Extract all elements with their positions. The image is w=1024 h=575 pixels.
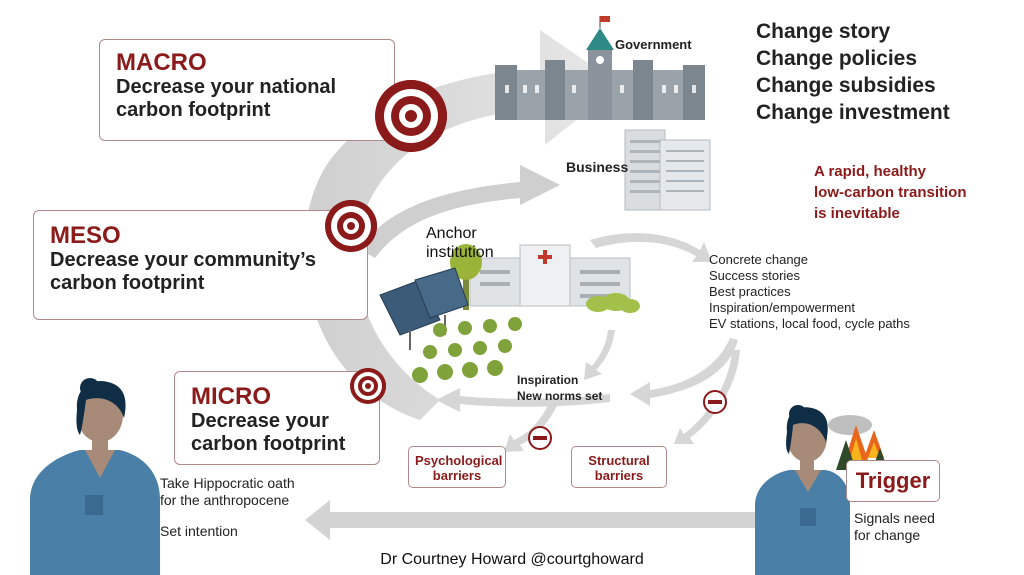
outcomes-list: Concrete change Success stories Best pra… [709, 252, 910, 332]
micro-description-line1: Decrease your [191, 410, 329, 432]
trigger-box: Trigger [846, 460, 940, 502]
transition-statement: A rapid, healthy low-carbon transition i… [814, 161, 967, 224]
bushes-icon [586, 293, 640, 313]
psychological-barriers-box: Psychological barriers [408, 446, 506, 488]
anchor-institution-label: Anchor institution [426, 224, 494, 262]
meso-description-line1: Decrease your community’s [50, 249, 317, 271]
government-label: Government [615, 37, 692, 52]
minus-icon [528, 426, 552, 450]
business-label: Business [566, 159, 629, 175]
meso-box: MESO Decrease your community’s carbon fo… [33, 210, 368, 320]
minus-icon [703, 390, 727, 414]
macro-box: MACRO Decrease your national carbon foot… [99, 39, 395, 141]
psych-barriers-line: barriers [432, 468, 482, 483]
inspiration-line: New norms set [517, 389, 603, 403]
doctor-figure-icon [30, 378, 160, 575]
business-arrow [360, 165, 560, 258]
struct-barriers-line: Structural [588, 453, 650, 468]
tree-icon [450, 244, 482, 310]
micro-title: MICRO [191, 383, 271, 410]
outcome-item: Inspiration/empowerment [709, 300, 855, 315]
government-building-icon [495, 16, 705, 120]
inner-cycle-arrows [436, 233, 740, 452]
micro-box: MICRO Decrease your carbon footprint [174, 371, 380, 465]
meso-title: MESO [50, 222, 121, 249]
macro-description-line1: Decrease your national [116, 76, 337, 98]
trigger-arrow [305, 500, 760, 540]
structural-barriers-box: Structural barriers [571, 446, 667, 488]
struct-barriers-line: barriers [594, 468, 644, 483]
outcome-item: Best practices [709, 284, 791, 299]
macro-title: MACRO [116, 49, 207, 76]
oath-line: Take Hippocratic oath [160, 475, 295, 491]
trigger-description: Signals need for change [854, 510, 935, 544]
outcome-item: EV stations, local food, cycle paths [709, 316, 910, 331]
trigger-line: Signals need [854, 510, 935, 526]
change-item: Change story [756, 20, 891, 43]
anchor-label-line2: institution [426, 244, 494, 261]
inspiration-line: Inspiration [517, 373, 579, 387]
oath-text: Take Hippocratic oath for the anthropoce… [160, 475, 295, 540]
change-item: Change subsidies [756, 74, 936, 97]
transition-line: A rapid, healthy [814, 163, 926, 180]
change-item: Change investment [756, 101, 950, 124]
crops-icon [412, 317, 522, 383]
trigger-line: for change [854, 527, 921, 543]
anchor-label-line1: Anchor [426, 225, 477, 242]
micro-description-line2: carbon footprint [191, 433, 346, 455]
micro-target-icon [350, 368, 386, 404]
oath-line: for the anthropocene [160, 492, 290, 508]
business-building-icon [624, 129, 711, 211]
change-list: Change story Change policies Change subs… [756, 18, 950, 126]
psych-barriers-line: Psychological [415, 453, 503, 468]
macro-description-line2: carbon footprint [116, 99, 271, 121]
macro-target-icon [375, 80, 447, 152]
outcome-item: Success stories [709, 268, 801, 283]
meso-target-icon [325, 200, 377, 252]
outcome-item: Concrete change [709, 252, 809, 267]
change-item: Change policies [756, 47, 918, 70]
inspiration-label: Inspiration New norms set [517, 372, 602, 404]
credit-line: Dr Courtney Howard @courtghoward [380, 551, 644, 568]
meso-description-line2: carbon footprint [50, 272, 205, 294]
oath-line: Set intention [160, 523, 238, 539]
trigger-title: Trigger [855, 468, 931, 493]
transition-line: is inevitable [814, 205, 900, 222]
transition-line: low-carbon transition [814, 184, 967, 201]
solar-panel-icon [379, 267, 469, 350]
doctor-figure-icon [755, 405, 850, 575]
